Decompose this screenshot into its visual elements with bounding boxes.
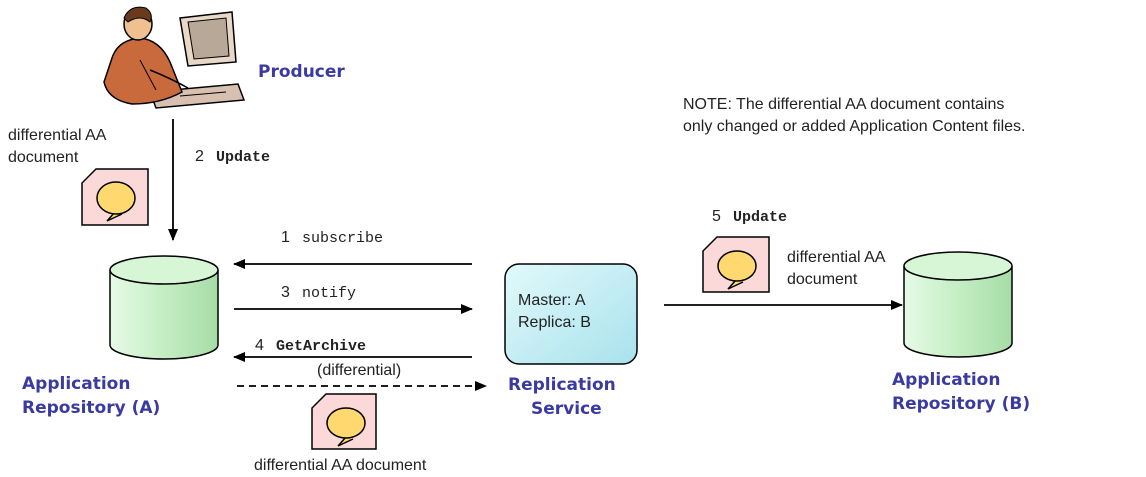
repo-b-line1: Application <box>892 370 1000 390</box>
master-label: Master: A <box>518 292 586 309</box>
step1-num: 1 <box>281 229 290 246</box>
doc-right-line2: document <box>787 271 858 288</box>
replication-line2: Service <box>531 399 602 419</box>
step4-sub: (differential) <box>317 362 401 379</box>
producer-label: Producer <box>258 62 345 82</box>
repo-b-line2: Repository (B) <box>892 394 1030 414</box>
document-icon <box>311 393 377 450</box>
repository-b-cylinder <box>903 251 1013 358</box>
step2-num: 2 <box>195 148 204 165</box>
repo-a-line2: Repository (A) <box>22 398 160 418</box>
note-line1: NOTE: The differential AA document conta… <box>683 96 1004 113</box>
step2-cmd: Update <box>216 149 270 166</box>
step4-cmd: GetArchive <box>276 338 366 355</box>
replication-line1: Replication <box>508 375 616 395</box>
step1-cmd: subscribe <box>302 230 383 247</box>
repository-a-cylinder <box>109 255 219 360</box>
doc-right-line1: differential AA <box>787 249 886 266</box>
doc-left-line2: document <box>8 149 79 166</box>
step3-cmd: notify <box>302 285 356 302</box>
document-icon <box>81 168 149 226</box>
replica-label: Replica: B <box>518 314 591 331</box>
producer-person-icon <box>103 6 246 109</box>
doc-bottom-label: differential AA document <box>254 457 427 474</box>
step5-cmd: Update <box>733 209 787 226</box>
step4-num: 4 <box>255 337 264 354</box>
document-icon <box>702 236 770 293</box>
repo-a-line1: Application <box>22 374 130 394</box>
step3-num: 3 <box>281 284 290 301</box>
step5-num: 5 <box>712 208 721 225</box>
note-line2: only changed or added Application Conten… <box>683 118 1025 135</box>
replication-service-box <box>504 263 638 365</box>
doc-left-line1: differential AA <box>8 127 107 144</box>
